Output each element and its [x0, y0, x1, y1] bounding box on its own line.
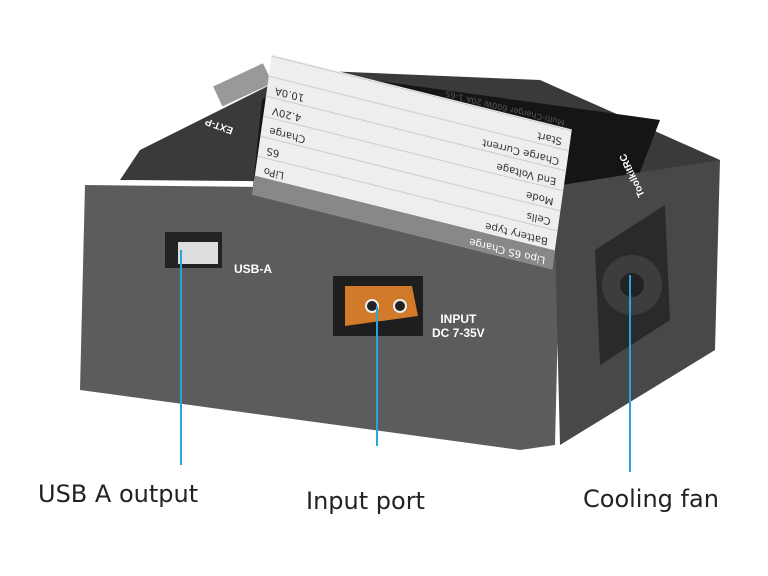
usb-port-label: USB-A: [234, 262, 272, 276]
cooling-fan-callout: Cooling fan: [583, 485, 719, 513]
input-port-callout: Input port: [306, 487, 425, 515]
control-knob: [213, 63, 273, 107]
input-port-label: INPUT DC 7-35V: [432, 312, 485, 340]
usb-output-callout: USB A output: [38, 480, 199, 508]
cooling-fan: [595, 205, 670, 365]
